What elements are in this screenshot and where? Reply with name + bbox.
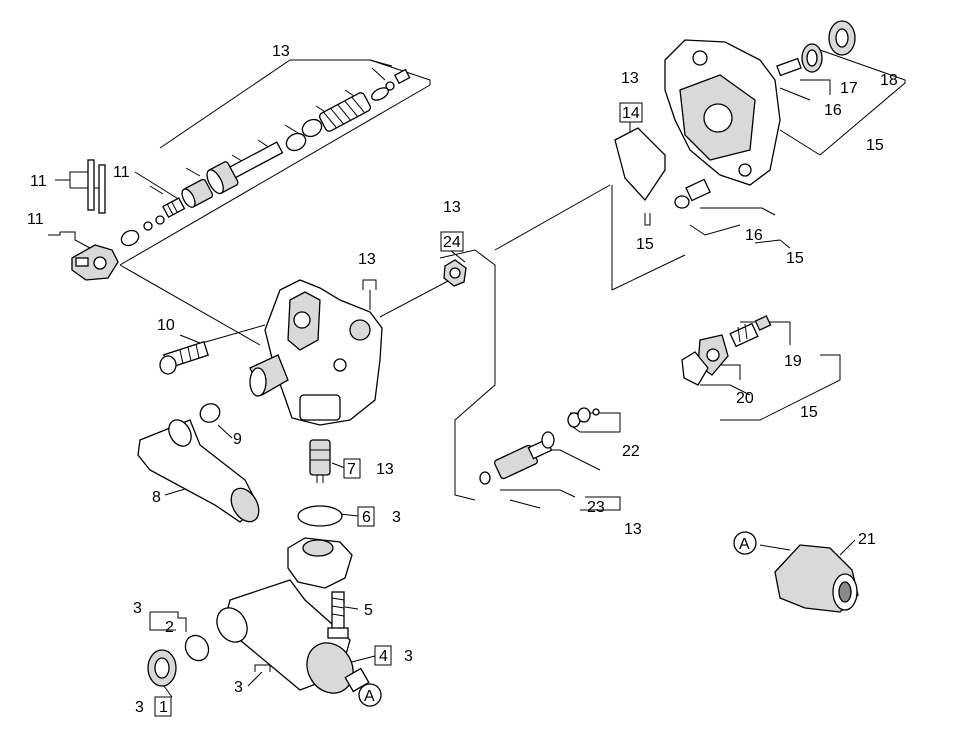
part-spring-16-mid	[674, 178, 711, 209]
label-16-a: 16	[824, 102, 842, 119]
part-valve-22	[567, 407, 600, 428]
part-oring-6	[297, 505, 343, 527]
label-22: 22	[622, 443, 640, 460]
label-11-a: 11	[30, 173, 47, 190]
label-15-d: 15	[800, 404, 818, 421]
part-oring-9	[199, 403, 221, 423]
box-24	[440, 231, 464, 252]
box-7	[343, 458, 361, 479]
label-14: 14	[622, 105, 640, 122]
label-13-23: 13	[624, 521, 642, 538]
label-15-b: 15	[866, 137, 884, 154]
part-screw-10	[159, 341, 209, 375]
part-plug-1	[147, 649, 177, 687]
part-pipe-8	[137, 419, 260, 523]
part-cylinder-head-15	[664, 39, 781, 186]
part-connector-21	[774, 544, 859, 613]
label-13-right-top: 13	[621, 70, 639, 87]
label-24: 24	[443, 234, 461, 251]
part-oring-2	[184, 634, 210, 662]
label-3-c: 3	[135, 699, 144, 716]
part-pins-11	[87, 159, 106, 214]
label-3-a: 3	[133, 600, 142, 617]
label-7: 7	[347, 461, 356, 478]
label-9: 9	[233, 431, 242, 448]
label-11-c: 11	[27, 211, 44, 228]
part-valve-7	[309, 439, 331, 483]
part-screw-5	[327, 591, 349, 639]
label-7-13: 13	[376, 461, 394, 478]
label-17: 17	[840, 80, 858, 97]
box-1	[154, 696, 172, 717]
label-a-bottom: A	[364, 688, 375, 705]
part-valve-16-top	[776, 20, 856, 77]
part-valve-23	[479, 431, 555, 485]
label-2: 2	[165, 619, 174, 636]
part-valve-kit-top	[120, 68, 411, 247]
label-6: 6	[362, 509, 371, 526]
box-6	[357, 506, 375, 527]
label-13-mid: 13	[443, 199, 461, 216]
marker-a-bottom	[358, 683, 382, 707]
label-a-right: A	[739, 536, 750, 553]
leader-lines	[48, 49, 906, 698]
label-18: 18	[880, 72, 898, 89]
part-nut-24	[443, 259, 467, 287]
box-14	[619, 102, 643, 123]
label-13-body: 13	[358, 251, 376, 268]
part-seal-14	[614, 127, 666, 202]
label-23: 23	[587, 499, 605, 516]
label-6-3: 3	[392, 509, 401, 526]
label-3-b: 3	[234, 679, 243, 696]
part-filter-4	[344, 667, 370, 693]
label-16-b: 16	[745, 227, 763, 244]
label-15-c: 15	[786, 250, 804, 267]
label-15-a: 15	[636, 236, 654, 253]
part-pump-body-13	[249, 279, 383, 426]
marker-a-right	[733, 531, 757, 555]
callout-labels: 13 11 11 11 10 13 9 8 7 13 6 3 5 4 3 3 2…	[27, 43, 898, 716]
part-seal-20	[681, 334, 729, 386]
label-4-3: 3	[404, 648, 413, 665]
label-5: 5	[364, 602, 373, 619]
label-1: 1	[159, 699, 168, 716]
box-4	[374, 645, 392, 666]
label-4: 4	[379, 648, 388, 665]
label-8: 8	[152, 489, 161, 506]
label-20: 20	[736, 390, 754, 407]
label-19: 19	[784, 353, 802, 370]
label-21: 21	[858, 531, 876, 548]
label-11-b: 11	[113, 164, 130, 181]
label-10: 10	[157, 317, 175, 334]
part-housing-lower	[216, 537, 354, 694]
part-spring-19	[729, 315, 772, 348]
label-13-top: 13	[272, 43, 290, 60]
part-valve-11	[71, 244, 119, 281]
